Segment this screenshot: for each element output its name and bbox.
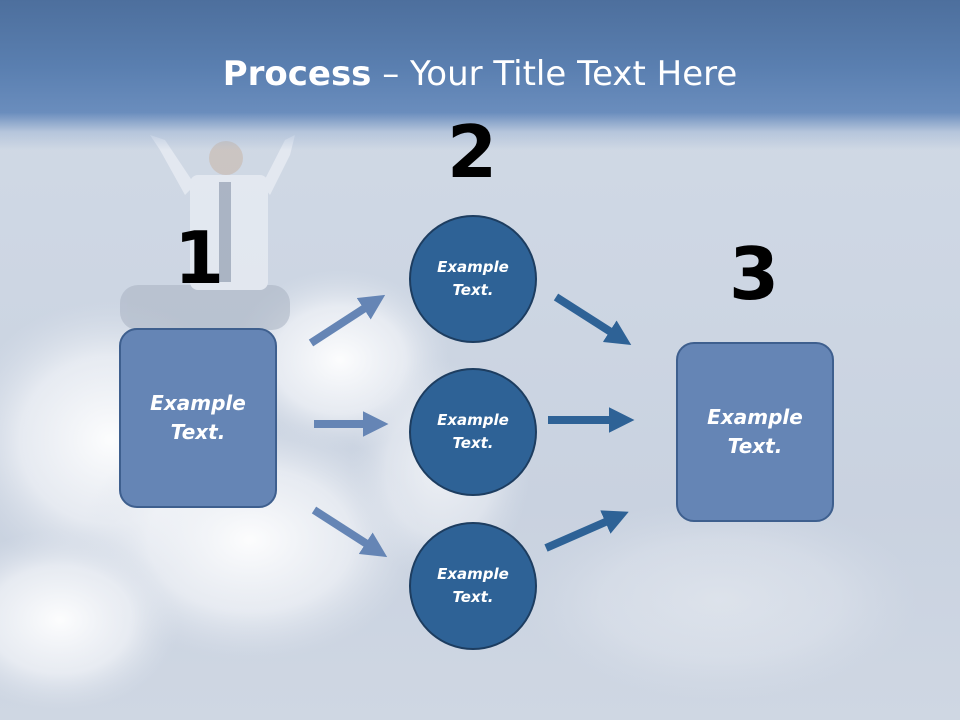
arrow-1-to-bottom xyxy=(311,506,388,558)
title-rest: – Your Title Text Here xyxy=(371,54,738,94)
circle-bottom-text: Example Text. xyxy=(437,565,509,606)
step-2-circle-bottom[interactable]: Example Text. xyxy=(409,522,537,650)
title-banner xyxy=(0,0,960,150)
step-3-box[interactable]: Example Text. xyxy=(676,342,834,522)
step-1-box[interactable]: Example Text. xyxy=(119,328,277,508)
person-illustration xyxy=(120,135,295,330)
step-2-number: 2 xyxy=(446,110,498,194)
step-1-text: Example Text. xyxy=(150,391,246,444)
step-2-circle-middle[interactable]: Example Text. xyxy=(409,368,537,496)
circle-middle-text: Example Text. xyxy=(437,411,509,452)
arrow-1-to-top xyxy=(308,294,386,347)
slide-title: Process – Your Title Text Here xyxy=(0,52,960,96)
circle-top-text: Example Text. xyxy=(437,258,509,299)
title-bold: Process xyxy=(222,54,372,94)
step-3-text: Example Text. xyxy=(707,405,803,458)
step-2-circle-top[interactable]: Example Text. xyxy=(409,215,537,343)
arrow-bottom-to-3 xyxy=(544,510,629,552)
step-1-number: 1 xyxy=(173,216,225,300)
step-3-number: 3 xyxy=(728,232,780,316)
arrow-top-to-3 xyxy=(553,293,632,346)
